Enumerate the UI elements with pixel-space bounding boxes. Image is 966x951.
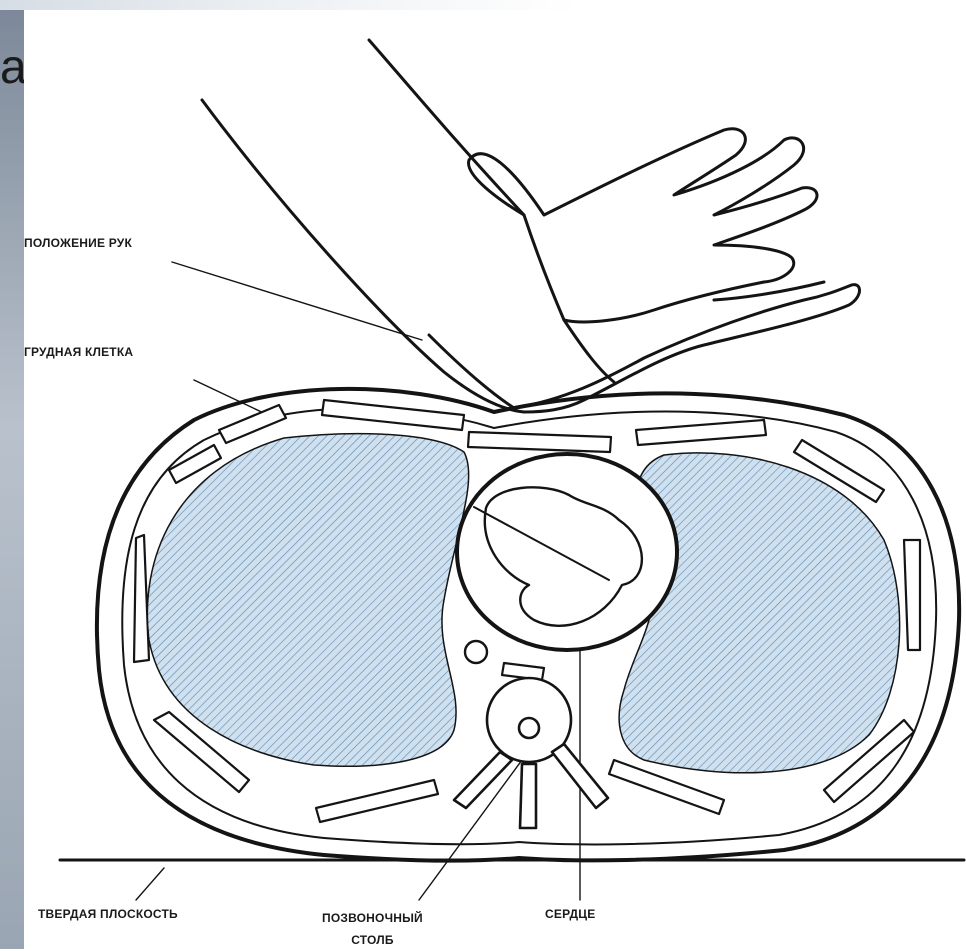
- label-spine-line1: ПОЗВОНОЧНЫЙ: [322, 907, 423, 929]
- rib: [134, 535, 149, 662]
- label-spinal-column: ПОЗВОНОЧНЫЙ СТОЛБ: [322, 907, 423, 951]
- pointer-hands: [172, 262, 422, 340]
- aorta: [465, 641, 487, 663]
- rib: [468, 432, 611, 452]
- right-arm-outline: [369, 40, 524, 215]
- vertebra-left-process: [454, 752, 512, 808]
- vertebra-center-process: [520, 764, 536, 828]
- rib: [219, 405, 286, 443]
- rib: [316, 780, 438, 822]
- rib: [636, 420, 766, 445]
- left-lung: [147, 434, 468, 767]
- label-hands-position: ПОЛОЖЕНИЕ РУК: [24, 236, 132, 250]
- arms-and-hands: [202, 40, 860, 412]
- thumb-line: [714, 282, 824, 300]
- spinal-canal: [519, 718, 539, 738]
- label-heart: СЕРДЦЕ: [545, 907, 595, 921]
- left-arm-outline: [202, 100, 524, 412]
- cpr-chest-diagram: ПОЛОЖЕНИЕ РУК ГРУДНАЯ КЛЕТКА ТВЕРДАЯ ПЛО…: [24, 0, 966, 949]
- label-spine-line2: СТОЛБ: [322, 929, 423, 951]
- pointer-surface: [136, 868, 164, 900]
- label-chest: ГРУДНАЯ КЛЕТКА: [24, 345, 133, 359]
- label-hard-surface: ТВЕРДАЯ ПЛОСКОСТЬ: [38, 907, 178, 921]
- spinal-column: [454, 678, 608, 828]
- slide-title-fragment: a: [0, 38, 24, 98]
- slide-side-panel: [0, 0, 24, 949]
- diagram-drawing: [24, 0, 966, 949]
- rib: [322, 400, 464, 430]
- rib: [904, 540, 920, 650]
- right-palm-edge: [524, 215, 614, 382]
